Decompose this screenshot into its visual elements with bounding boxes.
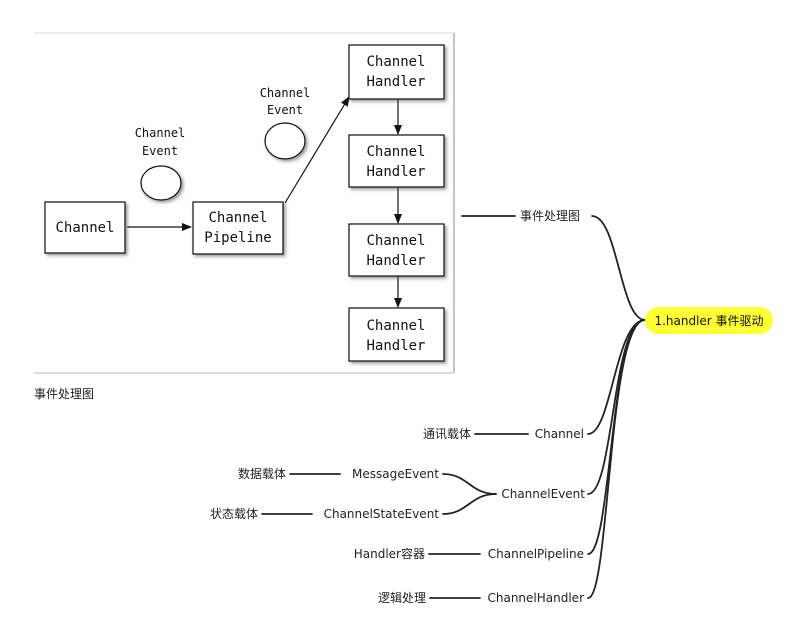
pipeline-box-line1: Channel — [208, 210, 267, 226]
link-root-pipeline — [587, 319, 646, 555]
root-node[interactable] — [645, 307, 773, 334]
handler-3-line2: Handler — [366, 253, 425, 269]
channel-box — [44, 201, 126, 254]
event-handling-figure: Channel Channel Pipeline Channel Handler… — [34, 32, 455, 374]
image-caption: 事件处理图 — [34, 387, 95, 401]
handler-box-3 — [348, 223, 445, 277]
root-label: 1.handler 事件驱动 — [654, 314, 763, 328]
link-root-channel — [587, 319, 646, 435]
note-channelpipeline[interactable]: Handler容器 — [354, 546, 425, 561]
handler-2-line1: Channel — [366, 144, 425, 160]
handler-1-line1: Channel — [366, 54, 425, 70]
link-root-handler — [587, 319, 646, 599]
channel-box-label: Channel — [55, 220, 114, 236]
handler-2-line2: Handler — [366, 164, 425, 180]
node-messageevent[interactable]: MessageEvent — [352, 467, 439, 481]
handler-box-4 — [348, 307, 445, 362]
note-channelhandler[interactable]: 逻辑处理 — [378, 591, 426, 605]
pipeline-box-line2: Pipeline — [204, 230, 271, 246]
event-2-line2: Event — [267, 103, 303, 117]
link-ce-message — [442, 473, 497, 495]
handler-4-line2: Handler — [366, 338, 425, 354]
handler-3-line1: Channel — [366, 233, 425, 249]
node-event-diagram[interactable]: 事件处理图 — [520, 209, 580, 223]
handler-box-2 — [348, 134, 445, 188]
node-channelevent[interactable]: ChannelEvent — [501, 487, 585, 501]
arrow-pipeline-to-handler — [284, 96, 350, 204]
note-channelstateevent[interactable]: 状态载体 — [210, 507, 258, 521]
event-circle-2 — [264, 122, 306, 160]
link-root-diagram — [591, 215, 646, 321]
event-circle-1 — [140, 165, 182, 201]
handler-1-line2: Handler — [366, 74, 425, 90]
link-ce-state — [442, 493, 497, 515]
node-channelstateevent[interactable]: ChannelStateEvent — [324, 507, 440, 521]
handler-4-line1: Channel — [366, 318, 425, 334]
node-channelhandler[interactable]: ChannelHandler — [487, 591, 584, 605]
node-channel[interactable]: Channel — [535, 427, 584, 441]
note-channel[interactable]: 通讯载体 — [423, 427, 471, 441]
event-1-line2: Event — [142, 144, 178, 158]
node-channelpipeline[interactable]: ChannelPipeline — [488, 547, 584, 561]
pipeline-box — [192, 201, 284, 255]
mindmap-connectors — [261, 215, 646, 599]
event-1-line1: Channel — [135, 126, 186, 140]
event-2-line1: Channel — [260, 86, 311, 100]
handler-box-1 — [348, 44, 445, 100]
note-messageevent[interactable]: 数据载体 — [238, 466, 286, 481]
